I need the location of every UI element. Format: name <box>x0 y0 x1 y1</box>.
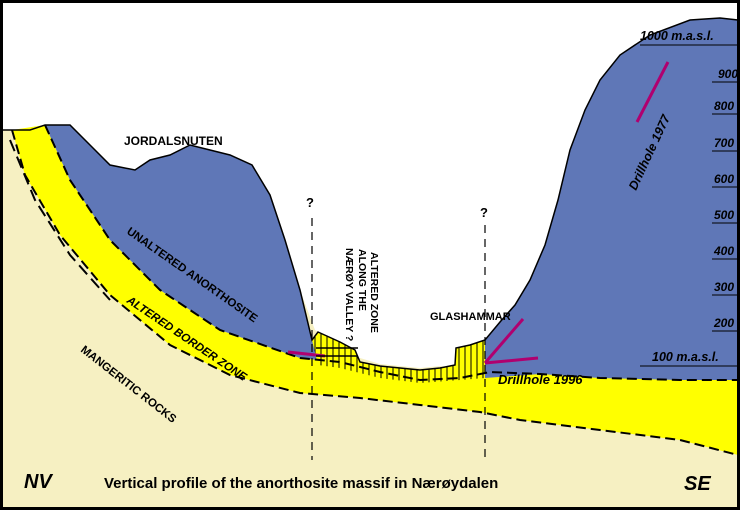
drillhole-1996-line-b <box>484 356 539 365</box>
elevation-tick-700: 700 <box>714 136 734 150</box>
altered-valley-label-2: ALONG THE <box>356 249 368 311</box>
question-mark-right: ? <box>480 205 488 220</box>
elevation-tick-200: 200 <box>713 316 734 330</box>
contact-lower <box>11 129 739 456</box>
question-mark-left: ? <box>306 195 314 210</box>
anorthosite-left <box>45 125 318 360</box>
elevation-scale <box>640 44 738 367</box>
elevation-tick-900: 900 <box>718 67 738 81</box>
elevation-1000-label: 1000 m.a.s.l. <box>640 29 714 43</box>
direction-nv: NV <box>24 471 53 493</box>
jordalsnuten-label: JORDALSNUTEN <box>124 134 223 148</box>
anorthosite-right <box>485 18 738 380</box>
contact-upper <box>44 124 738 382</box>
altered-border-zone <box>12 125 738 455</box>
direction-se: SE <box>684 473 711 495</box>
glashammar-label: GLASHAMMAR <box>430 311 511 323</box>
contact-mangeritic <box>9 139 111 301</box>
elevation-tick-600: 600 <box>714 172 734 186</box>
profile-title: Vertical profile of the anorthosite mass… <box>104 475 498 492</box>
drillhole-1996-line-a <box>483 318 525 364</box>
elevation-tick-500: 500 <box>714 208 734 222</box>
drillhole-1996-label: Drillhole 1996 <box>498 372 583 387</box>
elevation-100-label: 100 m.a.s.l. <box>652 350 719 364</box>
topography-outline <box>2 17 739 371</box>
elevation-tick-300: 300 <box>714 280 734 294</box>
elevation-tick-400: 400 <box>713 244 734 258</box>
elevation-tick-800: 800 <box>714 99 734 113</box>
altered-valley-label-3: NÆRØY VALLEY ? <box>343 248 355 341</box>
altered-valley-zone <box>312 332 485 383</box>
sky-area <box>2 2 738 368</box>
drillhole-1977-line <box>635 61 670 123</box>
altered-valley-label-1: ALTERED ZONE <box>368 252 380 333</box>
